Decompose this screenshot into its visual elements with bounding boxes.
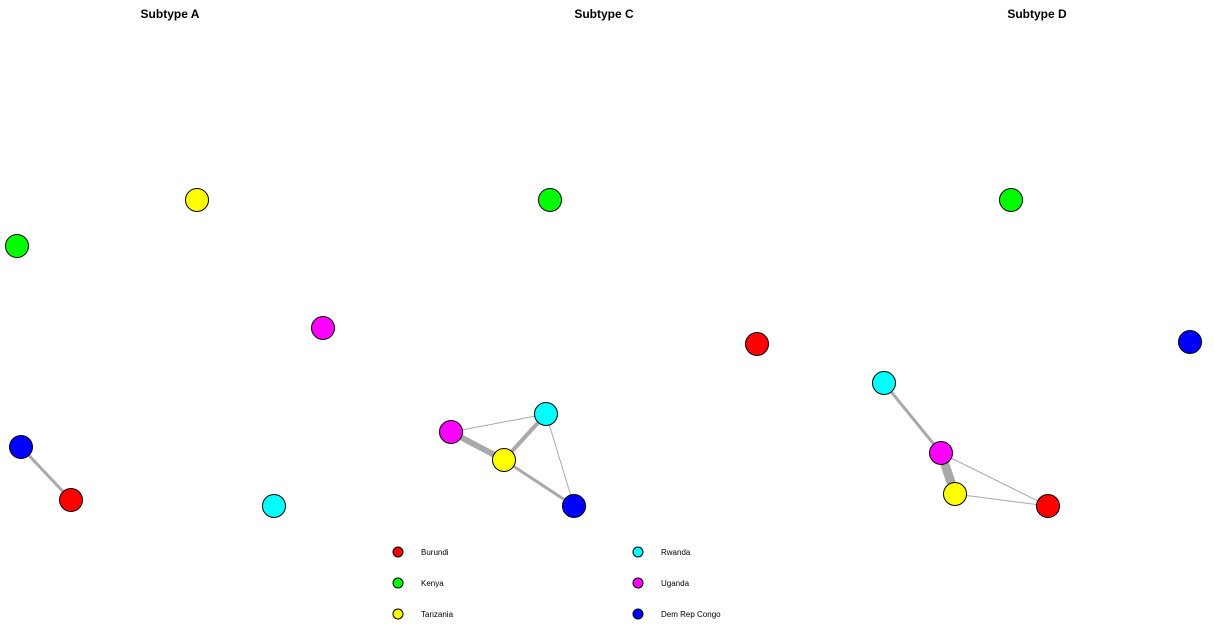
node-burundi (59, 488, 83, 512)
edge-tanzania-drc (503, 458, 575, 508)
node-tanzania (492, 448, 516, 472)
node-burundi (1036, 494, 1060, 518)
node-kenya (999, 188, 1023, 212)
node-rwanda (534, 402, 558, 426)
legend-swatch-tanzania (392, 608, 404, 620)
node-drc (1178, 330, 1202, 354)
legend-label-rwanda: Rwanda (661, 548, 691, 557)
legend-swatch-uganda (632, 577, 644, 589)
node-uganda (439, 420, 463, 444)
edge-rwanda-uganda (882, 382, 943, 454)
node-rwanda (872, 371, 896, 395)
legend-swatch-rwanda (632, 546, 644, 558)
edge-uganda-rwanda (450, 413, 547, 433)
panel-title-subtype-a: Subtype A (141, 7, 200, 21)
legend-label-tanzania: Tanzania (421, 610, 454, 619)
panel-title-subtype-c: Subtype C (574, 7, 634, 21)
node-tanzania (943, 482, 967, 506)
legend-swatch-kenya (392, 577, 404, 589)
legend-label-burundi: Burundi (421, 548, 449, 557)
node-burundi (745, 332, 769, 356)
legend-swatch-drc (632, 608, 644, 620)
panel-title-subtype-d: Subtype D (1007, 7, 1067, 21)
panel-subtype-c: Subtype C (439, 7, 769, 518)
node-drc (9, 435, 33, 459)
panel-subtype-a: Subtype A (5, 7, 335, 518)
legend-label-kenya: Kenya (421, 579, 444, 588)
legend-swatch-burundi (392, 546, 404, 558)
node-uganda (929, 441, 953, 465)
node-kenya (538, 188, 562, 212)
edge-tanzania-burundi (954, 493, 1049, 507)
legend-label-drc: Dem Rep Congo (661, 610, 721, 619)
node-rwanda (262, 494, 286, 518)
node-drc (562, 494, 586, 518)
node-kenya (5, 234, 29, 258)
node-tanzania (185, 188, 209, 212)
edge-uganda-burundi (940, 452, 1049, 507)
node-uganda (311, 316, 335, 340)
panel-subtype-d: Subtype D (872, 7, 1202, 518)
edge-drc-burundi (19, 445, 73, 502)
edge-rwanda-drc (545, 413, 575, 507)
legend-label-uganda: Uganda (661, 579, 690, 588)
